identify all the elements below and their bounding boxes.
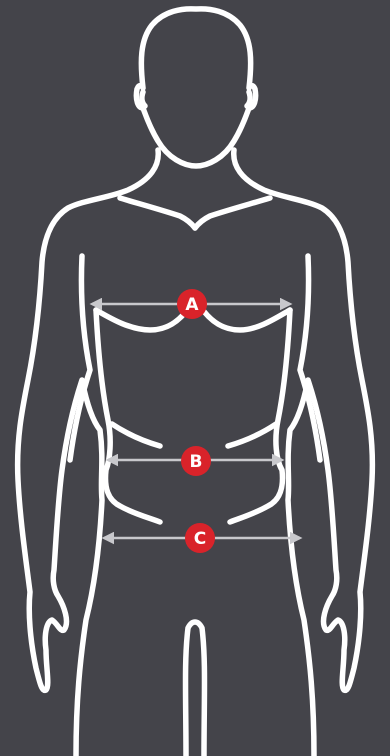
right-body-outline (234, 150, 373, 756)
hips-badge: C (185, 523, 215, 553)
hips-badge-label: C (194, 529, 206, 549)
left-pec-line (96, 306, 190, 330)
inner-legs (186, 622, 205, 756)
waist-contour-left (112, 424, 160, 446)
left-inner-arm (70, 256, 90, 460)
right-torso-side (230, 310, 290, 522)
chest-badge: A (177, 289, 207, 319)
chest-badge-label: A (185, 295, 199, 315)
right-pec-line (200, 306, 290, 330)
left-ear (142, 92, 145, 106)
left-torso-side (96, 310, 160, 522)
collar-line-right (195, 198, 270, 228)
left-body-outline (18, 150, 159, 756)
collar-line-left (120, 198, 195, 228)
waist-contour-right (228, 424, 276, 446)
right-inner-arm (300, 256, 320, 460)
right-ear (247, 92, 250, 106)
waist-badge: B (181, 446, 211, 476)
head-outline (136, 9, 255, 166)
waist-badge-label: B (190, 452, 203, 472)
